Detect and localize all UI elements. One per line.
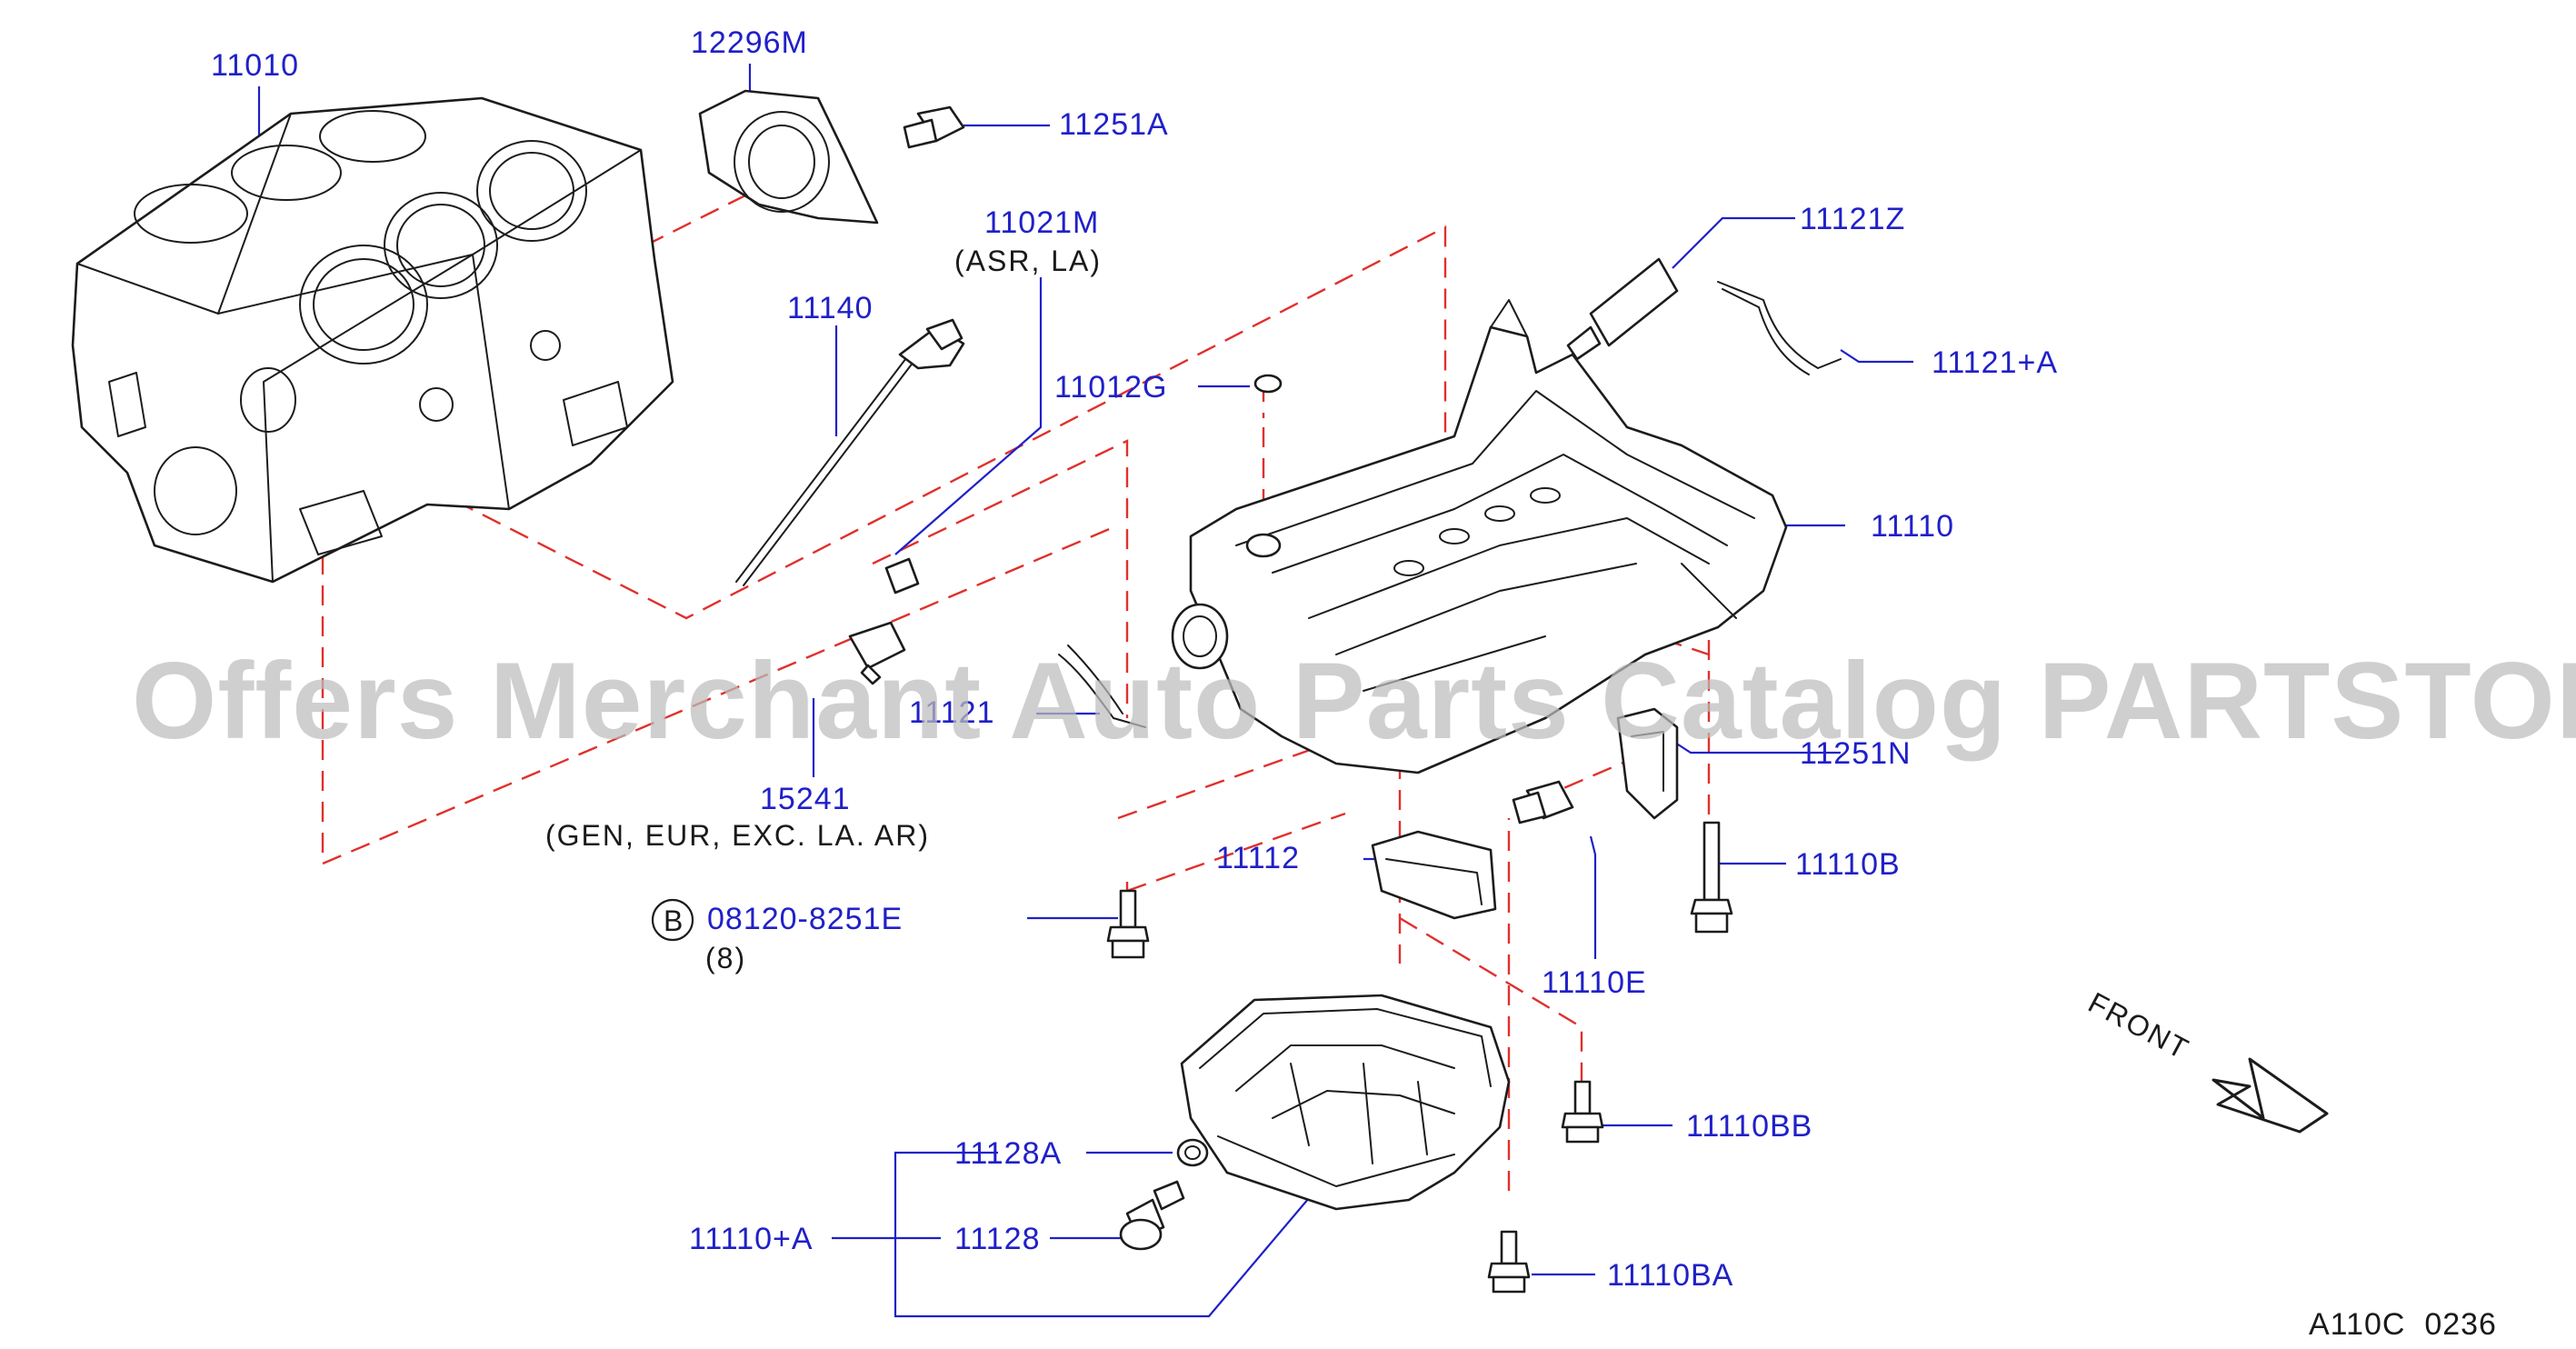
sealant-tube: [1566, 257, 1679, 361]
label-11110: 11110: [1871, 509, 1954, 544]
bolt-11110e: [1512, 780, 1574, 824]
label-11110ba: 11110BA: [1607, 1258, 1733, 1293]
bolt-11110bb: [1561, 1080, 1604, 1144]
bolt-symbol-circle: [651, 898, 694, 942]
washer-11012g: [1253, 374, 1283, 394]
note-asr-la: (ASR, LA): [954, 245, 1102, 277]
rear-oil-seal: [698, 89, 879, 225]
drain-washer: [1176, 1138, 1209, 1167]
label-15241: 15241: [760, 782, 851, 816]
watermark: Offers Merchant Auto Parts Catalog PARTS…: [132, 640, 2576, 762]
label-11121: 11121: [909, 695, 995, 730]
front-arrow-icon: [2212, 1057, 2329, 1134]
baffle-11112: [1371, 830, 1497, 920]
oil-dipstick: [735, 318, 965, 586]
upper-oil-pan: [1171, 299, 1788, 774]
label-11128a: 11128A: [954, 1136, 1062, 1171]
label-11012g: 11012G: [1054, 370, 1167, 405]
bolt-08120-8251e: [1106, 889, 1150, 959]
label-11112: 11112: [1216, 841, 1300, 875]
label-12296m: 12296M: [691, 25, 808, 60]
bolt-11110b: [1690, 821, 1733, 934]
label-11110a: 11110+A: [689, 1222, 814, 1256]
front-label: FRONT: [2083, 985, 2195, 1065]
label-11251n: 11251N: [1800, 736, 1912, 771]
seal-11121: [1058, 645, 1146, 728]
label-08120-8251e: 08120-8251E: [707, 902, 903, 936]
cylinder-block: [71, 96, 674, 584]
bracket-11251n: [1616, 707, 1679, 820]
label-11021m: 11021M: [984, 205, 1099, 240]
bolt-11110ba: [1487, 1230, 1531, 1294]
label-11140: 11140: [787, 291, 874, 325]
bolt-symbol: B: [664, 904, 684, 937]
seal-11121a: [1717, 281, 1842, 375]
label-11121a: 11121+A: [1932, 345, 2058, 380]
label-11010: 11010: [211, 48, 299, 83]
label-11128: 11128: [954, 1222, 1041, 1256]
oil-pressure-switch: [848, 621, 906, 685]
label-11110bb: 11110BB: [1686, 1109, 1812, 1144]
lower-oil-pan: [1180, 994, 1511, 1211]
plug-11021m: [884, 557, 920, 595]
label-11110b: 11110B: [1795, 847, 1901, 882]
drain-plug: [1119, 1180, 1185, 1251]
label-11121z: 11121Z: [1800, 202, 1905, 236]
note-qty: (8): [705, 942, 746, 974]
bolt-11251a: [903, 105, 965, 149]
note-gen-eur: (GEN, EUR, EXC. LA. AR): [545, 819, 930, 852]
reference-code: A110C 0236: [2309, 1307, 2497, 1342]
label-11110e: 11110E: [1542, 965, 1647, 1000]
label-11251a: 11251A: [1059, 107, 1169, 142]
